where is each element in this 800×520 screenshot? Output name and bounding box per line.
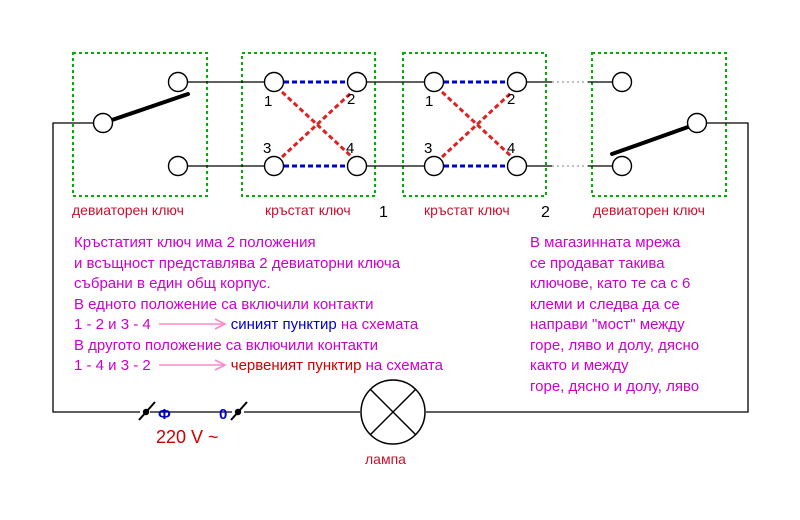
neutral-node (234, 408, 242, 416)
blue-dotted-note: синият пунктир (230, 316, 337, 333)
store-line-4: клеми и следва да се (530, 295, 680, 313)
store-line-2: се продават такива (530, 254, 665, 272)
c1-terminal-2 (346, 71, 368, 93)
left-switch-lever (110, 92, 190, 122)
right-common-terminal (686, 112, 708, 134)
right-switch-lever (610, 125, 690, 156)
left-top-terminal (167, 71, 189, 93)
store-switch-explanation: В магазинната мрежа се продават такива к… (530, 233, 699, 397)
red-contacts (280, 90, 514, 159)
store-line-1: В магазинната мрежа (530, 234, 681, 251)
supply-nodes (142, 408, 242, 416)
right-loop-wire (426, 122, 749, 413)
right-top-terminal (611, 71, 633, 93)
right-switch-box (591, 52, 727, 197)
cross-switch-explanation: Кръстатият ключ има 2 положения и всъщно… (74, 233, 443, 377)
explanation-line-6: В другото положение са включили контакти (74, 336, 378, 354)
left-loop-wire (52, 122, 140, 413)
c2-terminal-label-4: 4 (507, 140, 516, 157)
neutral-label: 0 (219, 406, 228, 423)
store-line-6: горе, ляво и долу, дясно (530, 336, 700, 354)
cross-switch-1-box (241, 52, 376, 197)
voltage-label: 220 V ~ (156, 427, 219, 447)
c1-terminal-label-1: 1 (264, 93, 273, 110)
cross-switch-2-box (402, 52, 547, 197)
explanation-line-4: В едното положение са включили контакти (74, 295, 374, 313)
wires (52, 81, 749, 413)
explanation-line-1: Кръстатият ключ има 2 положения (74, 234, 316, 251)
c2-terminal-4 (506, 155, 528, 177)
left-bottom-terminal (167, 155, 189, 177)
c2-terminal-label-1: 1 (425, 93, 434, 110)
terminals (92, 71, 708, 177)
red-note-tail: на схемата (365, 357, 443, 374)
c1-terminal-label-4: 4 (346, 140, 355, 157)
cross-switch-2-number: 2 (541, 204, 550, 221)
lamp-label: лампа (365, 451, 406, 467)
c1-terminal-3 (263, 155, 285, 177)
right-bottom-terminal (611, 155, 633, 177)
blue-note-tail: на схемата (340, 316, 419, 333)
store-line-7: както и между (530, 357, 629, 374)
explanation-line-2: и всъщност представлява 2 девиаторни клю… (74, 254, 401, 272)
left-switch-box (72, 52, 208, 197)
phase-label: Ф (158, 406, 171, 423)
lamp-icon (360, 379, 426, 445)
explanation-line-5: 1 - 2 и 3 - 4 синият пунктир на схемата (74, 315, 443, 336)
cross-switch-2-caption: кръстат ключ (424, 202, 510, 218)
c1-terminal-4 (346, 155, 368, 177)
c1-terminal-label-3: 3 (263, 140, 272, 157)
right-switch-caption: девиаторен ключ (593, 202, 705, 218)
lamp-cross-b (369, 388, 417, 436)
c1-terminal-label-2: 2 (347, 91, 356, 108)
supply-breaks (138, 401, 248, 421)
switch-boxes (72, 52, 727, 197)
cross-switch-1-number: 1 (379, 204, 388, 221)
c1-terminal-1 (263, 71, 285, 93)
switch-levers (110, 92, 690, 156)
c2-terminal-1 (423, 71, 445, 93)
left-switch-caption: девиаторен ключ (72, 202, 184, 218)
left-common-terminal (92, 112, 114, 134)
red-dotted-note: червеният пунктир (230, 357, 362, 374)
blue-contacts (284, 80, 508, 168)
red-contacts-pairs: 1 - 4 и 3 - 2 (74, 357, 151, 374)
arrow-right-icon (158, 359, 227, 371)
store-line-8: горе, дясно и долу, ляво (530, 377, 700, 395)
arrow-right-icon (158, 318, 227, 330)
cross-switch-1-caption: кръстат ключ (265, 202, 351, 218)
blue-contacts-pairs: 1 - 2 и 3 - 4 (74, 316, 151, 333)
phase-node (142, 408, 150, 416)
c2-terminal-label-2: 2 (507, 91, 516, 108)
store-line-3: ключове, като те са с 6 (530, 275, 691, 292)
store-line-5: направи "мост" между (530, 316, 685, 333)
explanation-line-3: събрани в един общ корпус. (74, 275, 271, 292)
explanation-line-7: 1 - 4 и 3 - 2 червеният пунктир на схемат… (74, 356, 443, 377)
dotted-wires (552, 81, 588, 167)
c2-terminal-2 (506, 71, 528, 93)
c2-terminal-label-3: 3 (424, 140, 433, 157)
c2-terminal-3 (423, 155, 445, 177)
